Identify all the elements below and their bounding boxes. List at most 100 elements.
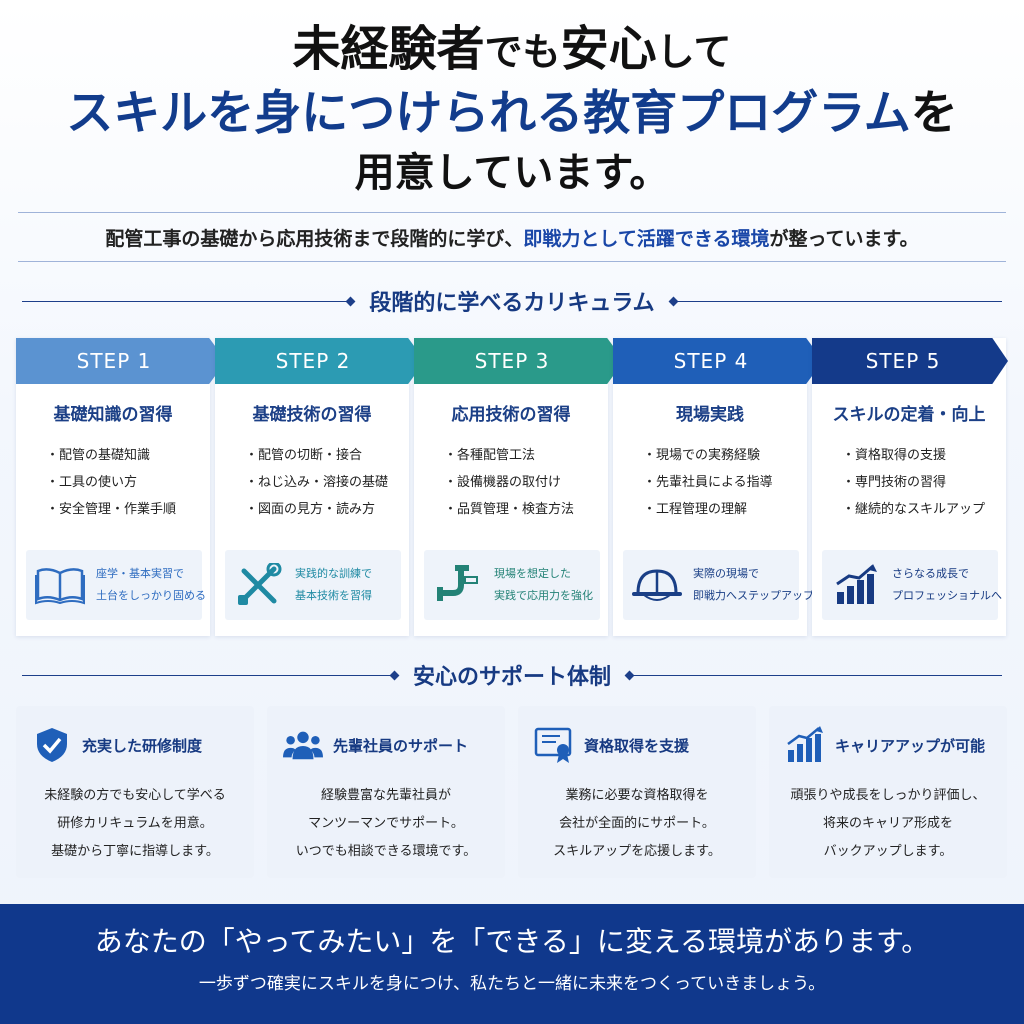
support-card: 先輩社員のサポート 経験豊富な先輩社員が マンツーマンでサポート。 いつでも相談… [267,706,505,878]
section-title: 段階的に学べるカリキュラム [369,291,655,316]
banner-headline: あなたの「やってみたい」を「できる」に変える環境があります。 [94,925,930,958]
divider [22,674,395,676]
note-line: 即戦力へステップアップ [693,589,814,602]
support-card: キャリアアップが可能 頑張りや成長をしっかり評価し、 将来のキャリア形成を バッ… [769,706,1007,878]
support-card: 充実した研修制度 未経験の方でも安心して学べる 研修カリキュラムを用意。 基礎か… [16,706,254,878]
step-card: STEP 4 現場実践 現場での実務経験 先輩社員による指導 工程管理の理解 実… [613,338,823,636]
subtitle-band: 配管工事の基礎から応用技術まで段階的に学び、即戦力として活躍できる環境が整ってい… [18,212,1006,262]
section-title: 安心のサポート体制 [413,665,612,690]
headline-line-1: 未経験者でも安心して [0,18,1024,83]
headline-line-2: スキルを身につけられる教育プログラムを [0,83,1024,145]
step-note-text: さらなる成長で プロフェッショナルへ [892,563,1002,607]
support-card: 資格取得を支援 業務に必要な資格取得を 会社が全面的にサポート。 スキルアップを… [518,706,756,878]
step-items: 資格取得の支援 専門技術の習得 継続的なスキルアップ [842,442,985,523]
support-cards: 充実した研修制度 未経験の方でも安心して学べる 研修カリキュラムを用意。 基礎か… [16,706,1008,878]
step-items: 各種配管工法 設備機器の取付け 品質管理・検査方法 [444,442,574,523]
step-note: 実際の現場で 即戦力へステップアップ [623,550,814,620]
step-card: STEP 2 基礎技術の習得 配管の切断・接合 ねじ込み・溶接の基礎 図面の見方… [215,338,425,636]
card-line: 未経験の方でも安心して学べる [44,788,226,803]
card-title: 充実した研修制度 [82,736,203,755]
step-label: STEP 1 [16,338,226,384]
step-card: STEP 3 応用技術の習得 各種配管工法 設備機器の取付け 品質管理・検査方法… [414,338,624,636]
list-item: 安全管理・作業手順 [46,496,176,523]
list-item: 図面の見方・読み方 [245,496,388,523]
subtitle-text: が整っています。 [769,227,919,250]
note-line: 現場を想定した [494,567,571,580]
shield-check-icon [32,726,72,764]
card-header: キャリアアップが可能 [785,726,997,764]
note-line: 座学・基本実習で [96,567,184,580]
step-card: STEP 1 基礎知識の習得 配管の基礎知識 工具の使い方 安全管理・作業手順 … [16,338,226,636]
headline-text: して [656,29,732,74]
curriculum-heading: 段階的に学べるカリキュラム [22,286,1002,316]
card-line: 業務に必要な資格取得を [565,788,709,803]
card-header: 資格取得を支援 [534,726,746,764]
list-item: 品質管理・検査方法 [444,496,574,523]
card-line: 経験豊富な先輩社員が [320,788,451,803]
card-line: 頑張りや成長をしっかり評価し、 [790,788,986,803]
card-title: キャリアアップが可能 [835,736,986,755]
list-item: 配管の基礎知識 [46,442,176,469]
card-line: 研修カリキュラムを用意。 [57,816,213,831]
step-note-text: 現場を想定した 実践で応用力を強化 [494,563,593,607]
step-label: STEP 2 [215,338,425,384]
card-body: 未経験の方でも安心して学べる 研修カリキュラムを用意。 基礎から丁寧に指導します… [16,782,254,866]
card-body: 経験豊富な先輩社員が マンツーマンでサポート。 いつでも相談できる環境です。 [267,782,505,866]
wrench-screwdriver-icon [233,563,285,607]
step-note-text: 実際の現場で 即戦力へステップアップ [693,563,814,607]
card-line: マンツーマンでサポート。 [308,816,464,831]
headline-line-3: 用意しています。 [354,149,670,196]
list-item: 資格取得の支援 [842,442,985,469]
list-item: 工具の使い方 [46,469,176,496]
list-item: ねじ込み・溶接の基礎 [245,469,388,496]
note-line: 土台をしっかり固める [96,589,206,602]
list-item: 専門技術の習得 [842,469,985,496]
step-note: 実践的な訓練で 基本技術を習得 [225,550,401,620]
step-note: さらなる成長で プロフェッショナルへ [822,550,1002,620]
step-label: STEP 5 [812,338,1008,384]
step-label: STEP 3 [414,338,624,384]
step-title: 基礎技術の習得 [252,405,372,425]
card-line: バックアップします。 [823,844,953,859]
headline-text: 安心 [560,21,657,77]
step-label: STEP 4 [613,338,823,384]
bar-chart-up-icon [785,726,825,764]
list-item: 設備機器の取付け [444,469,574,496]
hard-hat-icon [631,563,683,607]
step-title: 基礎知識の習得 [53,405,173,425]
pipe-fitting-icon [432,563,484,607]
divider [629,674,1003,676]
step-title: 応用技術の習得 [451,405,571,425]
card-title: 資格取得を支援 [584,736,690,755]
card-line: 基礎から丁寧に指導します。 [51,844,219,859]
card-body: 業務に必要な資格取得を 会社が全面的にサポート。 スキルアップを応援します。 [518,782,756,866]
step-note-text: 座学・基本実習で 土台をしっかり固める [96,563,206,607]
curriculum-steps: STEP 1 基礎知識の習得 配管の基礎知識 工具の使い方 安全管理・作業手順 … [16,338,1008,636]
note-line: プロフェッショナルへ [892,589,1002,602]
banner-subtext: 一歩ずつ確実にスキルを身につけ、私たちと一緒に未来をつくっていきましょう。 [198,974,826,994]
divider [22,300,352,302]
card-line: 将来のキャリア形成を [822,816,953,831]
step-title: 現場実践 [676,405,744,425]
headline-text: でも [484,29,561,74]
list-item: 先輩社員による指導 [643,469,773,496]
list-item: 各種配管工法 [444,442,574,469]
headline-accent-text: スキルを身につけられる教育プログラム [66,86,911,141]
step-title: スキルの定着・向上 [832,405,986,425]
headline: 未経験者でも安心して スキルを身につけられる教育プログラムを 用意しています。 [0,18,1024,201]
card-body: 頑張りや成長をしっかり評価し、 将来のキャリア形成を バックアップします。 [769,782,1007,866]
headline-text: 未経験者 [292,21,485,77]
card-line: スキルアップを応援します。 [553,844,721,859]
people-group-icon [283,726,323,764]
note-line: 実際の現場で [693,567,759,580]
note-line: 実践的な訓練で [295,567,372,580]
step-note: 現場を想定した 実践で応用力を強化 [424,550,600,620]
note-line: 実践で応用力を強化 [494,589,593,602]
step-note: 座学・基本実習で 土台をしっかり固める [26,550,206,620]
card-line: 会社が全面的にサポート。 [559,816,715,831]
headline-text: を [910,86,958,141]
certificate-icon [534,726,574,764]
step-items: 現場での実務経験 先輩社員による指導 工程管理の理解 [643,442,773,523]
open-book-icon [34,563,86,607]
